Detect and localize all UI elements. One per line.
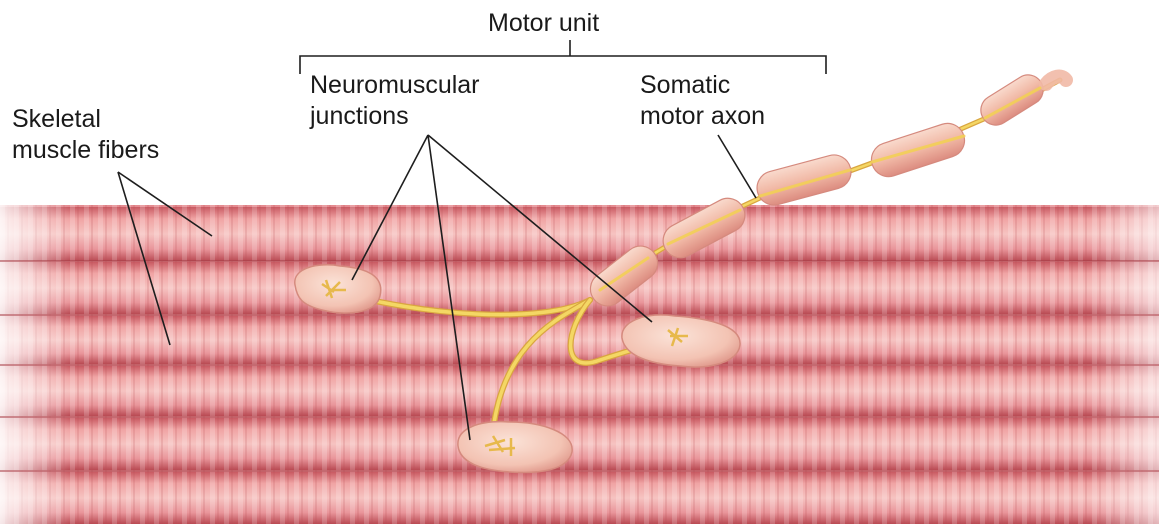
label-somatic-motor-axon-line-1: Somatic: [640, 70, 765, 101]
label-somatic-motor-axon-line-2: motor axon: [640, 101, 765, 132]
label-neuromuscular-junctions-line-2: junctions: [310, 101, 480, 132]
label-motor-unit: Motor unit: [488, 8, 599, 39]
label-skeletal-muscle-fibers: Skeletal muscle fibers: [12, 104, 159, 166]
label-skeletal-muscle-fibers-line-2: muscle fibers: [12, 135, 159, 166]
label-somatic-motor-axon: Somatic motor axon: [640, 70, 765, 132]
label-skeletal-muscle-fibers-line-1: Skeletal: [12, 104, 159, 135]
label-neuromuscular-junctions-line-1: Neuromuscular: [310, 70, 480, 101]
motor-unit-bracket: [300, 40, 826, 74]
label-neuromuscular-junctions: Neuromuscular junctions: [310, 70, 480, 132]
